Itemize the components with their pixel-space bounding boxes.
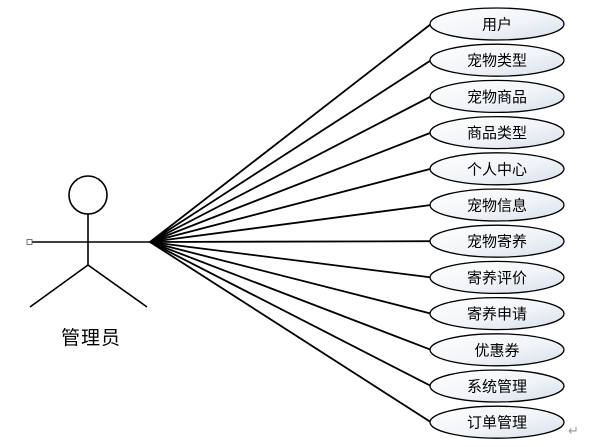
use-case: 优惠券 [429,333,565,367]
use-case-ellipse [429,224,565,258]
use-case-label: 寄养评价 [467,269,527,287]
association-line [149,95,432,243]
use-case-list: 用户宠物类型宠物商品商品类型个人中心宠物信息宠物寄养寄养评价寄养申请优惠券系统管… [429,7,565,439]
association-line [149,23,432,243]
use-case-ellipse [429,115,565,150]
actor-label: 管理员 [60,327,121,349]
association-line [149,59,432,243]
use-case-ellipse [429,405,565,439]
use-case-ellipse [429,7,565,41]
use-case: 宠物商品 [429,79,565,114]
use-case-ellipse [429,369,565,403]
use-case-ellipse [429,333,565,367]
association-line [149,240,432,243]
paragraph-return-mark: ↵ [568,424,579,439]
association-line [149,131,432,243]
actor-left-leg [29,264,89,308]
use-case-label: 用户 [482,16,512,34]
actor-right-leg [87,264,148,308]
use-case-label: 宠物类型 [467,52,527,70]
use-case-ellipse [429,43,565,77]
association-line [149,241,432,279]
use-case-ellipse [429,79,565,114]
use-case-label: 寄养申请 [467,305,527,323]
use-case: 订单管理 [429,405,565,439]
use-case-label: 商品类型 [467,124,527,142]
actor-head [68,175,108,215]
use-case: 个人中心 [429,152,565,186]
use-case-label: 宠物寄养 [467,233,527,251]
association-lines [149,23,432,423]
use-case: 系统管理 [429,369,565,403]
use-case-ellipse [429,152,565,186]
use-case-label: 订单管理 [467,414,527,432]
actor-figure [26,175,150,308]
use-case-ellipse [429,188,565,222]
use-case-label: 个人中心 [467,160,527,178]
use-case: 宠物寄养 [429,224,565,258]
use-case: 寄养申请 [429,296,565,331]
actor-arm-end-marker [26,239,33,245]
use-case-label: 宠物信息 [467,197,527,215]
use-case-ellipse [429,296,565,331]
use-case: 宠物信息 [429,188,565,222]
association-line [149,241,432,315]
use-case-label: 优惠券 [474,341,519,359]
use-case: 寄养评价 [429,260,565,295]
association-line [149,241,432,423]
association-line [149,204,432,243]
association-line [149,241,432,351]
use-case: 商品类型 [429,115,565,150]
use-case-label: 宠物商品 [467,88,527,106]
use-case-ellipse [429,260,565,295]
association-line [149,241,432,387]
use-case-label: 系统管理 [467,378,527,396]
use-case: 用户 [429,7,565,41]
use-case: 宠物类型 [429,43,565,77]
association-line [149,167,432,243]
